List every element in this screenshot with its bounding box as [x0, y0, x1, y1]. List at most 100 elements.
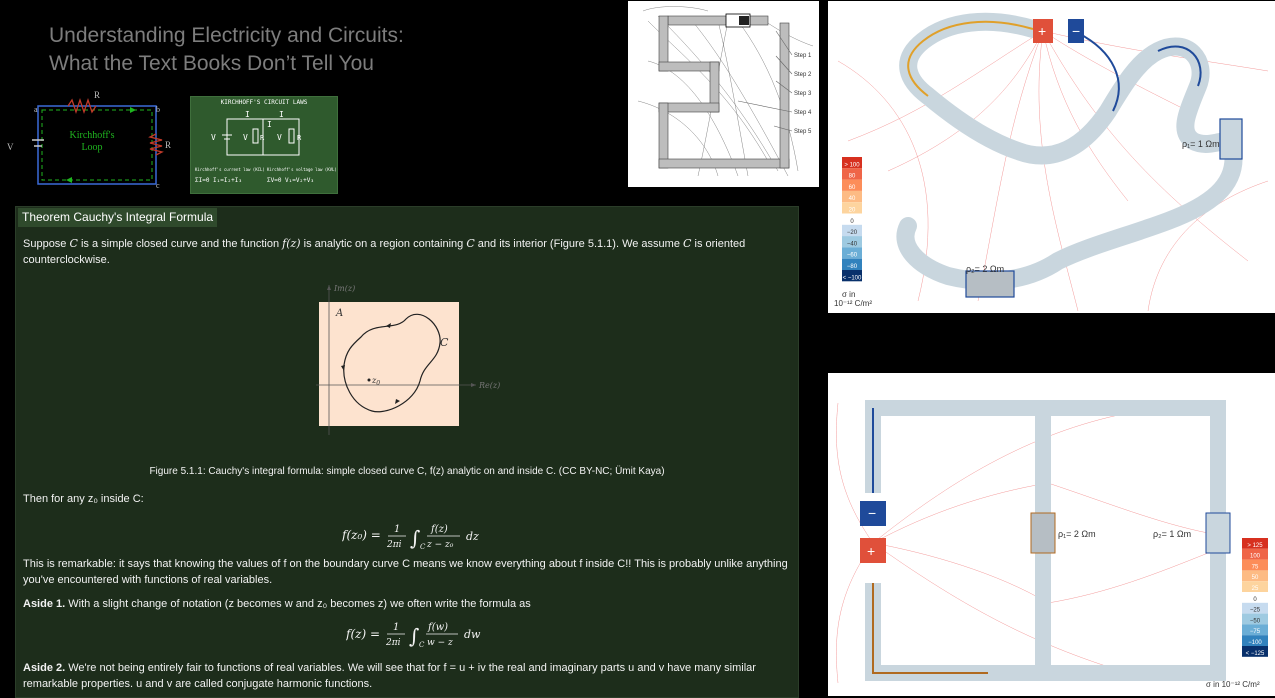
legend2-label-9: −100 — [1248, 640, 1262, 646]
legend1-swatch-5 — [842, 213, 862, 225]
kcl-r2: R — [260, 134, 265, 142]
svg-text:1: 1 — [394, 524, 400, 535]
legend2-swatch-4 — [1242, 581, 1268, 592]
legend2-label-4: 25 — [1252, 586, 1259, 592]
formula-2-render: f(z) = 1 2πi ∫ C f(w) w − z dw — [345, 622, 481, 649]
r1-label: R — [94, 90, 100, 100]
legend2-swatch-10 — [1242, 646, 1268, 657]
legend2-label-10: < −125 — [1246, 651, 1265, 657]
legend1-label-8: −60 — [847, 253, 858, 259]
title-line-2: What the Text Books Don’t Tell You — [49, 52, 374, 75]
kirchhoff-laws-card: KIRCHHOFF'S CIRCUIT LAWS V V V R R I I I… — [190, 96, 338, 194]
step-label-3: Step 3 — [794, 91, 812, 97]
legend2-swatch-5 — [1242, 592, 1268, 603]
re-axis-label: Re(z) — [478, 381, 500, 390]
theorem-panel: Theorem Cauchy's Integral Formula Suppos… — [15, 206, 799, 698]
legend2-label-8: −75 — [1250, 629, 1261, 635]
cauchy-formula-1: f(z₀) = 1 2πi ∫ C f(z) z − z₀ dz — [341, 519, 492, 556]
legend2-label-7: −50 — [1250, 618, 1261, 624]
aside-2-line-1: Aside 2. We're not being entirely fair t… — [23, 662, 756, 674]
field2-rho2: ρ₂= 1 Ωm — [1153, 529, 1191, 539]
slide-title: Understanding Electricity and Circuits: … — [49, 22, 569, 78]
kcl-v3: V — [277, 133, 282, 142]
formula-1-render: f(z₀) = 1 2πi ∫ C f(z) z − z₀ dz — [341, 524, 479, 551]
kcl-circuit: V V V R R I I I — [211, 110, 302, 156]
legend1-label-9: −80 — [847, 264, 858, 270]
legend1-label-2: 60 — [849, 185, 856, 191]
field1-unit-2: 10⁻¹² C/m² — [834, 299, 872, 308]
aside-1: Aside 1. With a slight change of notatio… — [23, 598, 531, 610]
kcl-i2: I — [267, 120, 272, 129]
z0-label: z0 — [371, 376, 380, 387]
legend1-swatch-9 — [842, 258, 862, 270]
svg-text:C: C — [420, 543, 426, 551]
cauchy-formula-2: f(z) = 1 2πi ∫ C f(w) w − z dw — [345, 617, 496, 656]
legend2-label-2: 75 — [1252, 564, 1259, 570]
node-b: b — [156, 105, 160, 114]
field2-minus: − — [868, 505, 876, 521]
legend1-swatch-8 — [842, 247, 862, 259]
legend2-label-3: 50 — [1252, 575, 1259, 581]
surface-charge-figure-2: − + ρ₁= 2 Ωm ρ₂= 1 Ωm > 1251007550250−25… — [828, 373, 1275, 696]
legend2-label-5: 0 — [1253, 597, 1257, 603]
legend1-swatch-4 — [842, 202, 862, 214]
svg-text:dz: dz — [466, 530, 479, 543]
remark-line-2: you've encountered with functions of rea… — [23, 574, 273, 586]
svg-text:2πi: 2πi — [385, 638, 401, 648]
legend1-label-7: −40 — [847, 241, 858, 247]
remark-line-1: This is remarkable: it says that knowing… — [23, 558, 788, 570]
step-label-2: Step 2 — [794, 72, 812, 78]
legend1-label-10: < −100 — [843, 275, 862, 281]
legend1-label-3: 40 — [849, 196, 856, 202]
theorem-header: Theorem Cauchy's Integral Formula — [18, 208, 218, 227]
legend1-swatch-3 — [842, 190, 862, 203]
svg-text:dw: dw — [464, 628, 481, 641]
svg-text:2πi: 2πi — [386, 540, 402, 550]
step-label-4: Step 4 — [794, 110, 812, 116]
node-a: a — [34, 105, 38, 114]
kcl-v1: V — [211, 133, 216, 142]
kirchhoff-loop-diagram: Kirchhoff's Loop R R V a b c — [7, 90, 171, 190]
kvl-equation: ΣV=0 V₁=V₂+V₃ — [267, 177, 314, 184]
theorem-intro: Suppose C is a simple closed curve and t… — [23, 237, 746, 250]
loop-label-2: Loop — [81, 142, 102, 153]
region-a-label: A — [335, 308, 343, 319]
legend2-swatch-9 — [1242, 635, 1268, 646]
r2-label: R — [165, 140, 171, 150]
legend2-label-6: −25 — [1250, 608, 1261, 614]
svg-text:f(z): f(z) — [430, 524, 448, 535]
field1-unit-1: σ in — [842, 290, 855, 299]
field2-unit: σ in 10⁻¹² C/m² — [1206, 680, 1260, 689]
kcl-v2: V — [243, 133, 248, 142]
loop-label-1: Kirchhoff's — [70, 130, 115, 141]
then-text: Then for any z₀ inside C: — [23, 493, 144, 505]
aside-2-line-2: remarkable properties. u and v are calle… — [23, 678, 373, 690]
legend2-label-1: 100 — [1250, 554, 1261, 560]
svg-text:f(z₀) =: f(z₀) = — [342, 528, 381, 542]
field1-rho2: ρ₂= 2 Ωm — [966, 264, 1004, 274]
svg-text:C: C — [419, 641, 425, 649]
kcl-equation: ΣI=0 I₁=I₂+I₃ — [195, 177, 242, 184]
v-label: V — [7, 142, 14, 152]
svg-text:∫: ∫ — [410, 526, 420, 550]
field2-plus: + — [867, 543, 875, 559]
legend2-swatch-1 — [1242, 548, 1268, 560]
figure-5-1-1: Im(z) Re(z) A C z0 — [316, 285, 500, 435]
legend1-swatch-0 — [842, 157, 862, 169]
kcl-card-title: KIRCHHOFF'S CIRCUIT LAWS — [220, 99, 308, 106]
svg-text:f(z) =: f(z) = — [346, 627, 380, 641]
step-label-1: Step 1 — [794, 53, 812, 59]
field1-rho1: ρ₁= 1 Ωm — [1182, 139, 1220, 149]
legend2-swatch-0 — [1242, 538, 1268, 549]
legend1-label-0: > 100 — [844, 162, 860, 168]
node-c: c — [156, 181, 160, 190]
kcl-i1: I — [245, 110, 250, 119]
legend2-swatch-7 — [1242, 613, 1268, 625]
svg-text:w − z: w − z — [427, 638, 453, 648]
svg-text:∫: ∫ — [409, 624, 419, 648]
legend1-swatch-1 — [842, 168, 862, 180]
